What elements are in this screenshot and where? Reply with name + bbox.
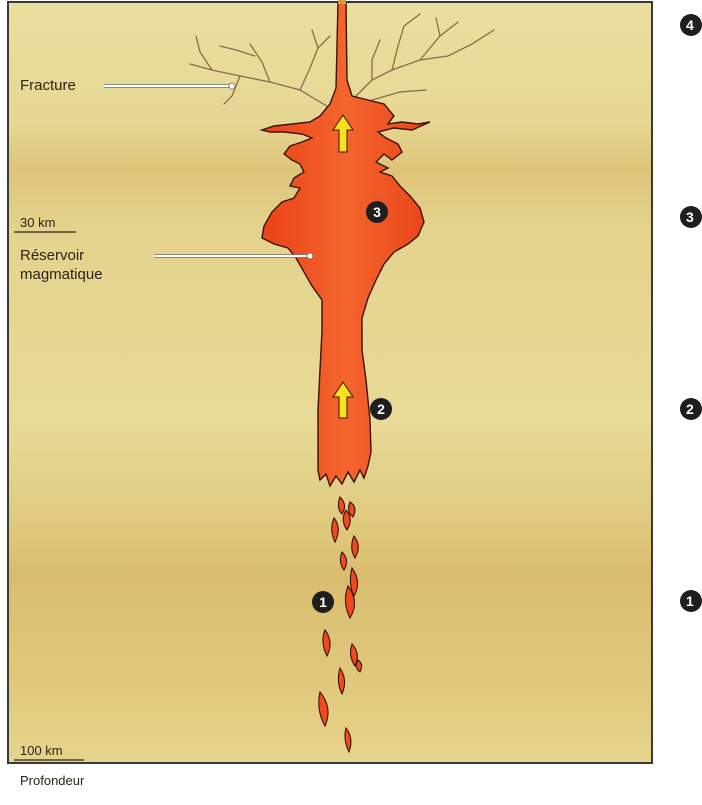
step-marker-2: 2: [370, 398, 392, 420]
side-marker-1: 1: [680, 590, 702, 612]
side-marker-3: 3: [680, 206, 702, 228]
side-marker-4: 4: [680, 14, 702, 36]
reservoir-label-line1: Réservoir: [20, 246, 84, 265]
side-marker-2: 2: [680, 398, 702, 420]
vent: [338, 0, 346, 4]
step-marker-3: 3: [366, 201, 388, 223]
depth-axis-label: Profondeur: [20, 771, 84, 790]
reservoir-label-line2: magmatique: [20, 265, 103, 284]
depth-label-30km: 30 km: [20, 213, 55, 232]
step-marker-1: 1: [312, 591, 334, 613]
fracture-label: Fracture: [20, 76, 76, 95]
depth-label-100km: 100 km: [20, 741, 63, 760]
